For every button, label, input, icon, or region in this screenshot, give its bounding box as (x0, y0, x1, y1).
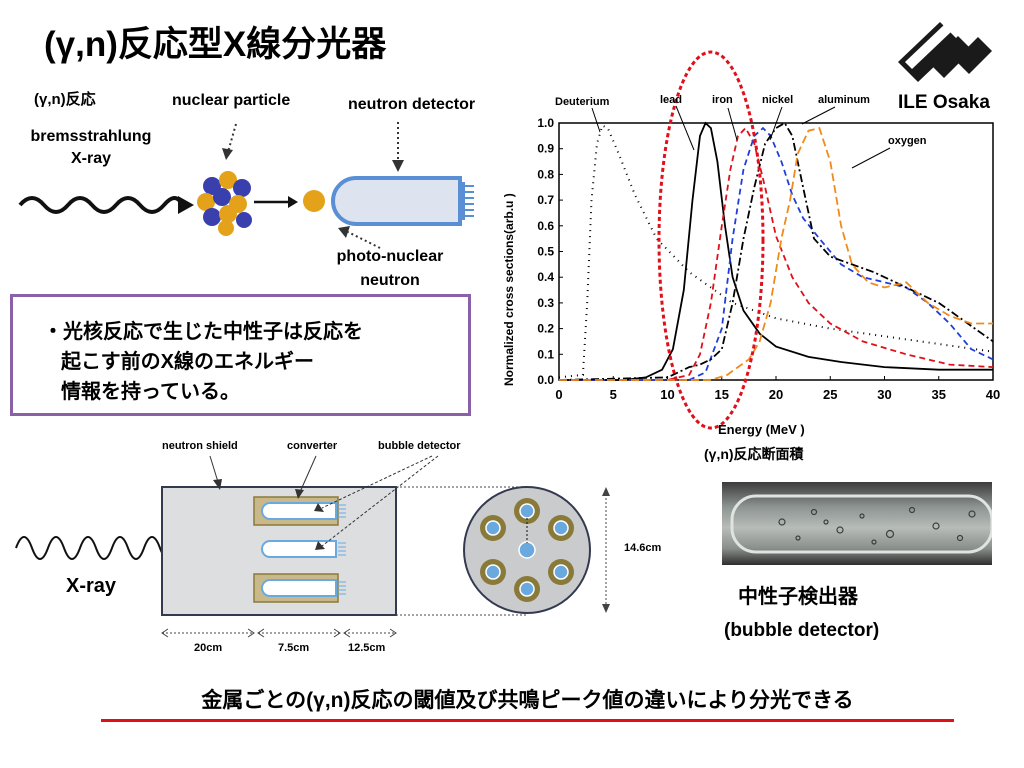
footer-text: 金属ごとの(γ,n)反応の閾値及び共鳴ピーク値の違いにより分光できる (201, 689, 854, 712)
neutron-shield-label: neutron shield (162, 440, 238, 452)
dimension-7-5cm: 7.5cm (278, 642, 310, 654)
legend-label-nickel: nickel (762, 94, 794, 106)
dimension-20cm: 20cm (194, 642, 223, 654)
legend-label-aluminum: aluminum (818, 94, 870, 106)
bubble-detector-label: bubble detector (378, 440, 461, 452)
threshold-highlight-ellipse (657, 50, 765, 430)
x-tick-label: 10 (660, 387, 674, 402)
photo-caption-en: (bubble detector) (724, 620, 880, 641)
legend-label-lead: lead (660, 94, 683, 106)
x-tick-label: 25 (823, 387, 837, 402)
dimension-4-5cm: 4.5cm (534, 524, 566, 536)
y-tick-label: 0.7 (537, 193, 554, 207)
x-tick-label: 15 (715, 387, 729, 402)
info-line-2: 起こす前のX線のエネルギー (61, 351, 314, 373)
nucleus-icon (197, 171, 252, 236)
y-tick-label: 0.5 (537, 245, 554, 259)
converter-detector-bottom (253, 573, 346, 603)
legend-label-oxygen: oxygen (888, 135, 927, 147)
legend-label-iron: iron (712, 94, 733, 106)
chart-xlabel: Energy (MeV ) (718, 422, 805, 437)
neutron-icon (303, 190, 325, 212)
series-line-iron (559, 126, 994, 381)
series-line-nickel (559, 126, 994, 381)
y-tick-label: 0.9 (537, 142, 554, 156)
y-tick-label: 0.3 (537, 296, 554, 310)
y-tick-label: 0.2 (537, 322, 554, 336)
legend-label-deuterium: Deuterium (555, 96, 610, 108)
bubble-detector-middle (261, 540, 346, 558)
bremsstrahlung-label-2: X-ray (70, 150, 112, 167)
info-line-3: 情報を持っている。 (61, 381, 240, 403)
dimension-14-6cm: 14.6cm (624, 542, 662, 554)
detector-cross-section (463, 486, 591, 614)
slide-title: (γ,n)反応型X線分光器 (44, 25, 387, 64)
xray-label: X-ray (66, 575, 117, 597)
x-tick-label: 35 (932, 387, 946, 402)
series-line-oxygen (559, 127, 993, 381)
y-tick-label: 0.1 (537, 347, 554, 361)
y-tick-label: 0.4 (537, 270, 554, 284)
y-tick-label: 0.8 (537, 167, 554, 181)
dimension-12-5cm: 12.5cm (348, 642, 386, 654)
setup-xray-wave-icon (15, 536, 191, 560)
bremsstrahlung-label-1: bremsstrahlung (30, 128, 152, 145)
y-tick-label: 1.0 (537, 116, 554, 130)
x-tick-label: 30 (877, 387, 891, 402)
chart-caption: (γ,n)反応断面積 (704, 446, 804, 462)
chart-ylabel: Normalized cross sections(arb.u ) (502, 193, 516, 386)
neutron-detector-icon (331, 176, 474, 226)
photo-caption-jp: 中性子検出器 (738, 586, 858, 608)
photo-nuclear-label-1: photo-nuclear (336, 248, 444, 265)
y-tick-label: 0.0 (537, 373, 554, 387)
series-line-aluminum (558, 121, 994, 381)
converter-label: converter (287, 440, 338, 452)
logo-text: ILE Osaka (898, 92, 990, 113)
photo-nuclear-label-2: neutron (360, 272, 420, 289)
info-line-1: ・光核反応で生じた中性子は反応を (43, 321, 363, 343)
ile-logo-icon (898, 22, 992, 82)
converter-detector-top (253, 496, 346, 526)
info-textbox: ・光核反応で生じた中性子は反応を 起こす前のX線のエネルギー 情報を持っている。 (10, 294, 471, 416)
footer-underline (101, 719, 954, 722)
neutron-detector-label: neutron detector (348, 96, 476, 113)
series-line-lead (559, 121, 993, 381)
y-tick-label: 0.6 (537, 219, 554, 233)
chart-plot-frame (558, 122, 994, 381)
x-tick-label: 0 (555, 387, 562, 402)
series-line-deuterium (558, 124, 994, 379)
x-tick-label: 20 (769, 387, 783, 402)
xray-wave-icon (18, 196, 184, 214)
x-tick-label: 40 (986, 387, 1000, 402)
reaction-label: (γ,n)反応 (34, 91, 96, 108)
x-tick-label: 5 (610, 387, 617, 402)
nuclear-particle-label: nuclear particle (172, 92, 291, 109)
bubble-detector-photo (722, 482, 992, 565)
neutron-shield-box (161, 486, 397, 616)
